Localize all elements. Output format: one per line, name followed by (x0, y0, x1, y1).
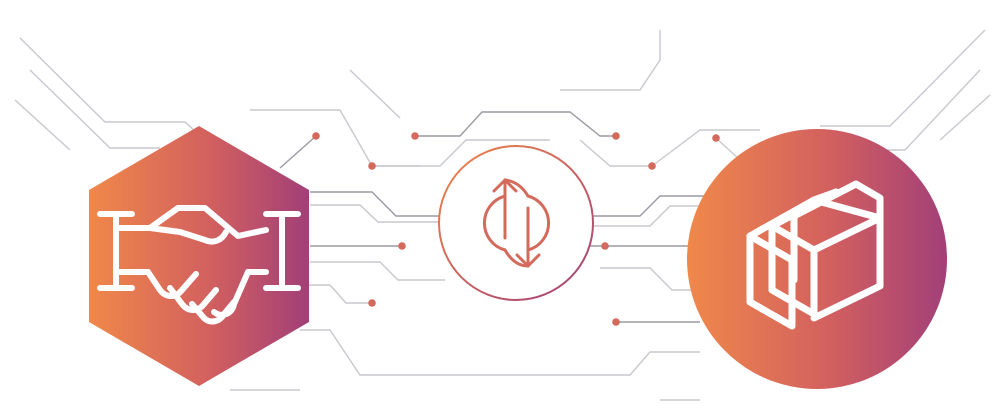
node (648, 162, 656, 170)
sync-badge (438, 145, 594, 301)
trace (310, 261, 445, 281)
node (368, 299, 376, 307)
trace (14, 99, 71, 151)
node (712, 134, 720, 142)
trace (300, 329, 700, 376)
trace (590, 195, 710, 217)
trace (651, 129, 760, 167)
node (398, 242, 406, 250)
trace (579, 139, 652, 167)
trace (279, 135, 317, 169)
trace (600, 267, 700, 291)
trace (590, 205, 720, 227)
trace (310, 204, 440, 223)
layered-cube-icon (746, 180, 884, 330)
node (612, 318, 620, 326)
node (612, 132, 620, 140)
sync-arrows-icon (482, 178, 551, 268)
cube-badge (687, 129, 947, 389)
trace (19, 37, 206, 141)
trace (415, 111, 616, 137)
node (601, 242, 609, 250)
node (368, 162, 376, 170)
trace (300, 284, 372, 304)
trace (860, 69, 981, 151)
trace (372, 139, 550, 167)
trace (349, 69, 401, 119)
hexagon-shape (89, 126, 309, 386)
node (312, 132, 320, 140)
trace (939, 94, 991, 141)
trace (560, 30, 661, 91)
trace (715, 137, 741, 161)
trace (820, 29, 986, 127)
trace (310, 191, 440, 217)
node (411, 132, 419, 140)
circuit-traces (14, 29, 991, 401)
handshake-badge (89, 126, 309, 386)
handshake-icon (97, 205, 301, 325)
circuit-nodes (312, 132, 720, 326)
trace (29, 69, 160, 149)
trace (250, 109, 420, 167)
ring-outer (438, 145, 594, 301)
